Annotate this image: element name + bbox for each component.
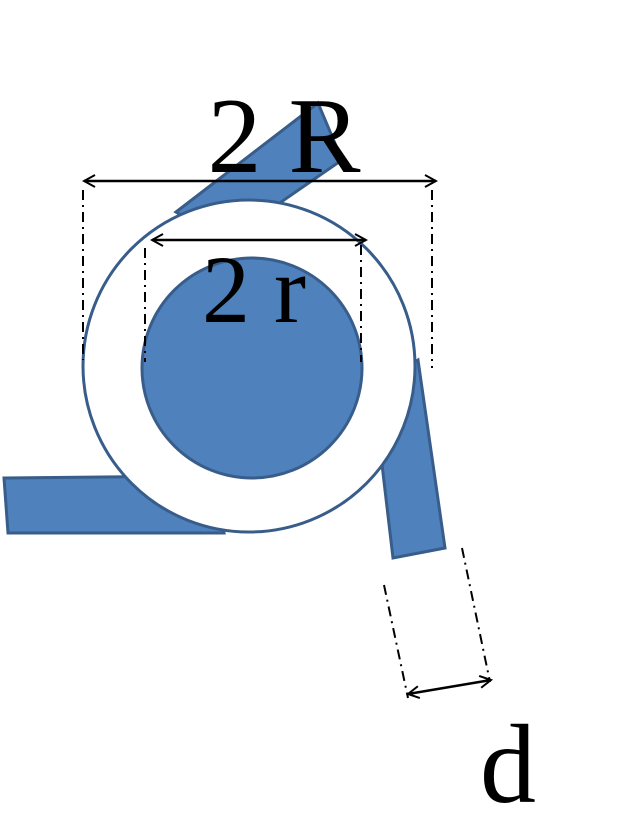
inner-diameter-label: 2 r [202,236,306,343]
inner-hub [140,256,364,480]
arm-width-label: d [480,703,536,827]
arm-left-extension-line [383,584,409,699]
arm-right-extension-line [461,547,491,683]
outer-diameter-label: 2 R [207,77,360,196]
arm-width-arrow [408,680,491,694]
